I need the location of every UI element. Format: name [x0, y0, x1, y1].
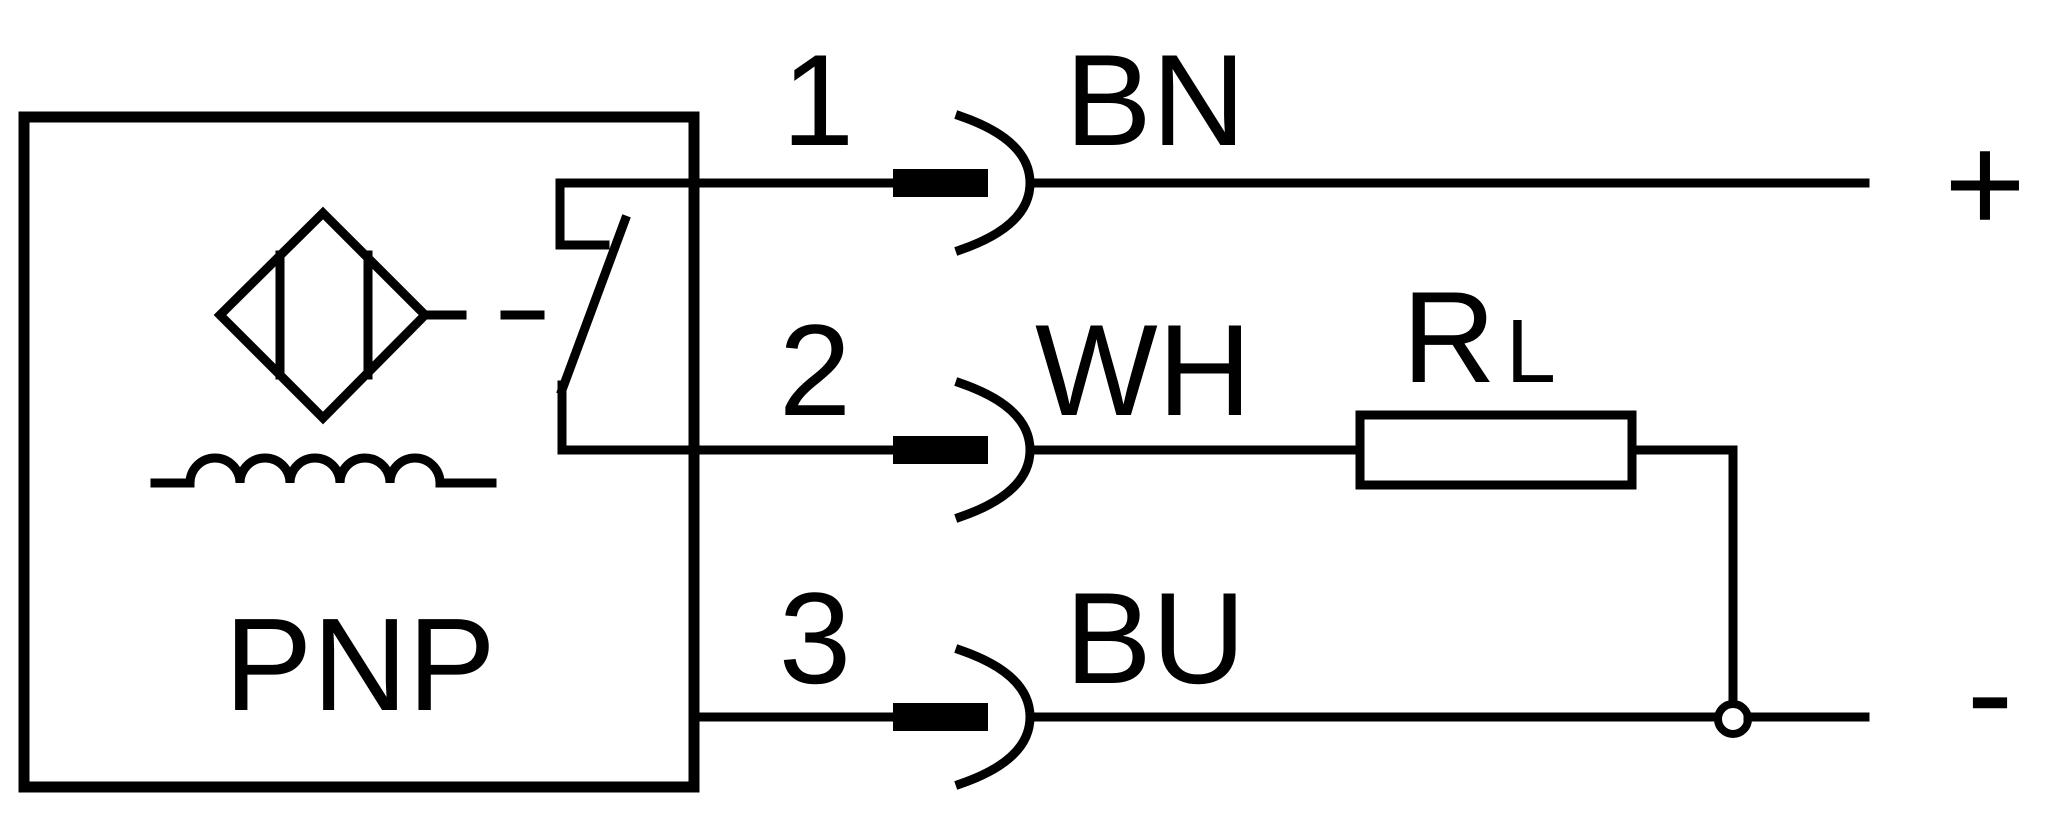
inductive-sensor-icon	[213, 206, 545, 425]
positive-terminal-label: +	[1944, 105, 2026, 262]
load-label-main: R	[1402, 264, 1496, 410]
pin-1-label: 1	[782, 27, 854, 173]
pin-3-label: 3	[779, 565, 851, 711]
load-resistor	[1355, 410, 1637, 490]
wire-3	[689, 644, 1870, 790]
connector-pin-1	[893, 169, 988, 197]
wire-1	[689, 110, 1870, 256]
negative-terminal-label: -	[1967, 613, 2014, 770]
wire-2-color-label: WH	[1035, 297, 1252, 443]
switch-contact-icon	[555, 178, 699, 455]
sensor-type-label: PNP	[224, 591, 495, 738]
load-label-subscript: L	[1506, 302, 1556, 402]
connector-pin-2	[893, 436, 988, 464]
coil-icon	[150, 453, 497, 488]
connector-pin-3	[893, 703, 988, 731]
pin-2-label: 2	[779, 297, 851, 443]
wire-2	[689, 377, 1738, 722]
wire-1-color-label: BN	[1065, 27, 1246, 173]
wire-3-color-label: BU	[1065, 565, 1246, 711]
